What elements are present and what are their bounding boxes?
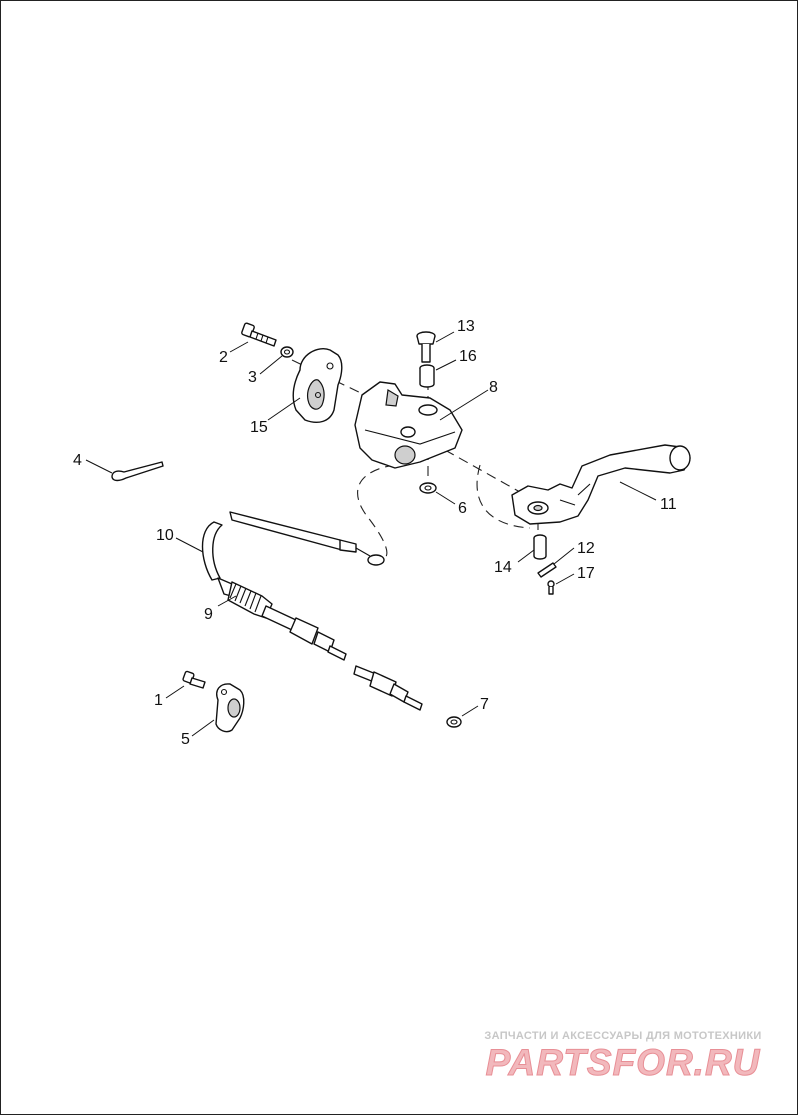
part-8-bracket [354, 381, 463, 469]
part-14-pin [533, 534, 547, 560]
callout-7: 7 [480, 696, 489, 713]
watermark-logo: PARTSFOR.RU [485, 1042, 761, 1084]
callout-12: 12 [577, 540, 595, 557]
callout-5: 5 [181, 731, 190, 748]
part-10-cable [201, 511, 385, 581]
callout-6: 6 [458, 500, 467, 517]
part-4-cotter-pin [111, 461, 164, 482]
part-5-cable-clip [215, 683, 245, 733]
callout-9: 9 [204, 606, 213, 623]
part-3-washer [280, 346, 294, 358]
callout-4: 4 [73, 452, 82, 469]
callout-11: 11 [660, 496, 677, 513]
part-11-clutch-lever [511, 444, 691, 525]
callout-8: 8 [489, 379, 498, 396]
callout-17: 17 [577, 565, 595, 582]
callout-labels: 2 3 15 4 13 16 8 6 11 12 14 17 10 9 1 5 … [73, 318, 677, 748]
part-7-washer [446, 716, 462, 728]
part-16-bushing [419, 364, 435, 388]
callout-10: 10 [156, 527, 174, 544]
callout-16: 16 [459, 348, 477, 365]
part-12-pin [537, 562, 557, 578]
callout-1: 1 [154, 692, 163, 709]
watermark: ЗАПЧАСТИ И АКСЕССУАРЫ ДЛЯ МОТОТЕХНИКИ PA… [468, 1030, 778, 1084]
part-9-cable-adjuster [217, 577, 347, 661]
callout-2: 2 [219, 349, 228, 366]
cable-lower-fitting [353, 665, 423, 711]
callout-13: 13 [457, 318, 475, 335]
watermark-tagline: ЗАПЧАСТИ И АКСЕССУАРЫ ДЛЯ МОТОТЕХНИКИ [484, 1030, 762, 1042]
part-2-screw [241, 322, 277, 347]
leader-lines [85, 331, 657, 737]
part-13-pivot-pin [416, 331, 436, 363]
part-17-screw [547, 580, 555, 595]
part-15-clamp [292, 348, 343, 423]
part-6-retaining-ring [419, 482, 437, 494]
part-1-screw [182, 670, 206, 689]
callout-14: 14 [494, 559, 512, 576]
callout-15: 15 [250, 419, 268, 436]
callout-3: 3 [248, 369, 257, 386]
